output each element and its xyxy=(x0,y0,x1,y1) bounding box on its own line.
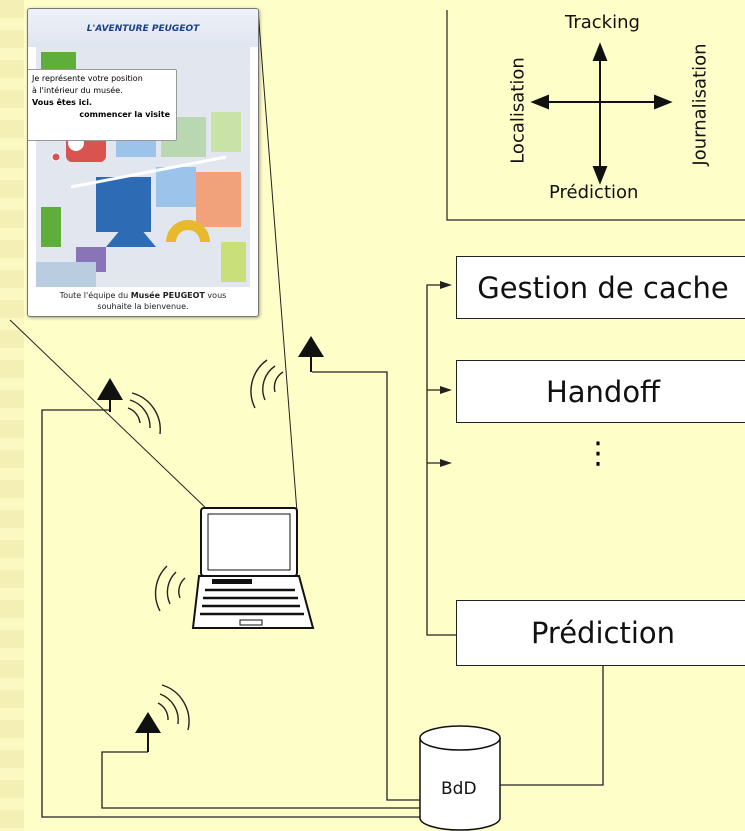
module-ellipsis: ⋮ xyxy=(583,436,613,471)
arrow-cache xyxy=(440,281,452,289)
antenna-icon xyxy=(135,712,161,752)
tooltip-line: à l'intérieur du musée. xyxy=(32,86,123,95)
module-handoff: Handoff xyxy=(456,360,745,423)
link-antenna3-db xyxy=(101,751,420,809)
module-prediction-label: Prédiction xyxy=(530,616,676,650)
museum-app-screenshot: L'AVENTURE PEUGEOT Je représente votre p… xyxy=(27,8,259,317)
left-decorative-stripe xyxy=(0,0,24,831)
compass-label-top: Tracking xyxy=(565,12,640,33)
tooltip-you-are-here: Vous êtes ici. xyxy=(32,98,92,107)
link-prediction-db xyxy=(500,666,604,786)
compass-label-right: Journalisation xyxy=(689,43,711,166)
compass-frame xyxy=(446,10,745,221)
database-icon xyxy=(419,725,501,831)
bus-arrows xyxy=(427,281,452,467)
projection-line-left xyxy=(9,319,211,513)
wifi-waves-icon xyxy=(154,565,186,612)
database-label: BdD xyxy=(441,779,477,799)
projection-line-right xyxy=(257,9,298,513)
arrow-more xyxy=(440,459,452,467)
module-cache-management: Gestion de cache xyxy=(456,256,745,319)
footer-line2: souhaite la bienvenue. xyxy=(97,302,189,311)
arrow-handoff xyxy=(440,386,452,394)
compass-arrows xyxy=(530,42,673,185)
museum-app-title: L'AVENTURE PEUGEOT xyxy=(28,9,258,47)
module-prediction: Prédiction xyxy=(456,600,745,666)
footer-line1: Toute l'équipe du Musée PEUGEOT vous xyxy=(28,290,258,301)
module-cache-label: Gestion de cache xyxy=(477,270,729,305)
footer-museum-name: Musée PEUGEOT xyxy=(130,291,205,300)
wifi-waves-icon xyxy=(157,684,190,731)
link-antenna1-db xyxy=(41,409,420,818)
footer-text: Toute l'équipe du xyxy=(59,291,131,300)
position-tooltip: Je représente votre position à l'intérie… xyxy=(28,69,177,141)
antenna-icon xyxy=(298,336,324,372)
tooltip-line: Je représente votre position xyxy=(32,74,143,83)
compass-label-bottom: Prédiction xyxy=(549,182,639,203)
laptop-icon xyxy=(191,507,315,629)
start-visit-link[interactable]: commencer la visite xyxy=(79,110,170,119)
compass-label-left: Localisation xyxy=(507,57,529,164)
museum-app-footer: Toute l'équipe du Musée PEUGEOT vous sou… xyxy=(28,290,258,312)
link-antenna2-db xyxy=(312,371,420,801)
module-handoff-label: Handoff xyxy=(545,374,661,409)
wifi-waves-icon xyxy=(127,392,161,435)
footer-text: vous xyxy=(204,291,227,300)
antenna-icon xyxy=(97,378,123,412)
wifi-waves-icon xyxy=(250,359,284,409)
module-bus xyxy=(426,284,459,636)
